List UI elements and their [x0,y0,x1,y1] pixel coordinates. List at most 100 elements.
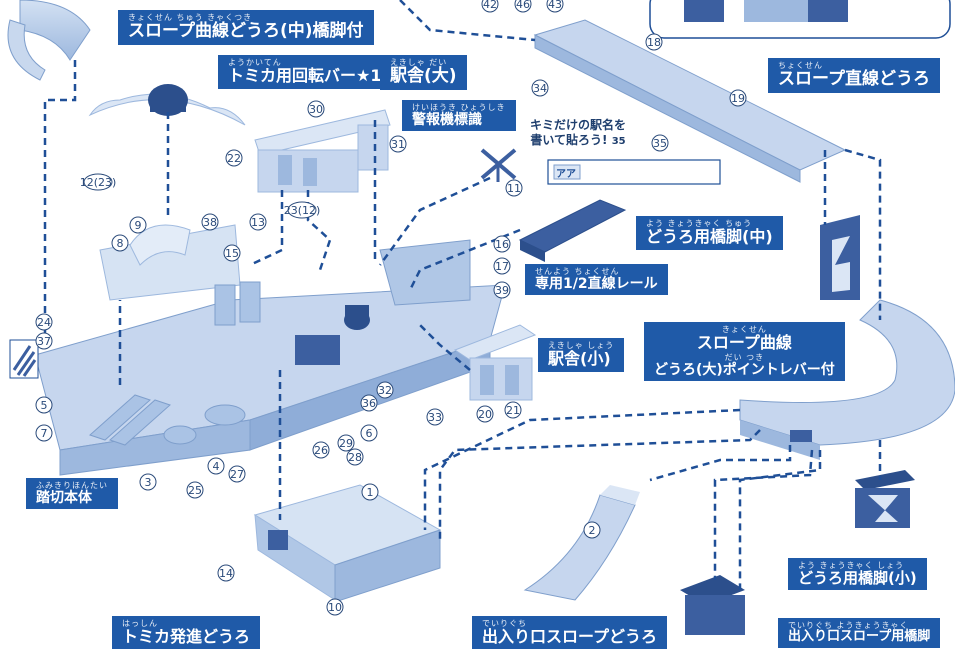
part-number-8: 8 [111,234,129,252]
part-number-text: 32 [378,384,392,397]
label-rotating-bar: ようかいてん トミカ用回転バー★1 [218,55,392,89]
part-number-text: 28 [348,451,362,464]
part-number-text: 29 [339,437,353,450]
part-number-35: 35 [651,134,669,152]
label-text: 駅舎(小) [548,349,611,369]
part-number-text: 36 [362,397,376,410]
note-part-number: 35 [611,136,626,147]
label-ruby: ようかいてん [228,58,282,67]
entrance-slope-pier-part [680,575,745,635]
label-signal: けいほうき ひょうしき 警報機標識 [402,100,516,132]
part-number-text: 33 [428,411,442,424]
part-number-text: 11 [507,182,521,195]
part-number-30: 30 [307,100,325,118]
label-ruby: きょくせん ちゅう きゃくつき [128,13,253,22]
label-road-pier-small: よう きょうきゃく しょう どうろ用橋脚(小) [788,558,927,591]
part-number-13: 13 [249,213,267,231]
note-line-1: キミだけの駅名を [530,118,627,132]
part-number-text: 38 [203,216,217,229]
label-text: 警報機標識 [412,112,482,129]
label-ruby: せんよう ちょくせん [535,267,620,276]
label-entrance-slope-pier: でいりぐち ようきょうきゃく 出入り口スロープ用橋脚 [778,618,941,649]
label-text-2: どうろ(大)ポイントレバー付 [654,361,835,378]
part-number-text: 42 [483,0,497,11]
part-number-9: 9 [129,216,147,234]
tomica-launch-part [253,484,442,603]
half-rail-part [518,199,627,262]
label-ruby: よう きょうきゃく ちゅう [646,219,753,228]
label-text: トミカ発進どうろ [122,627,251,647]
label-station-large: えきしゃ だい 駅舎(大) [380,55,467,90]
label-ruby: えきしゃ しょう [548,341,615,350]
part-number-text: 10 [328,601,342,614]
part-number-text: 16 [495,238,509,251]
part-number-text: 21 [506,404,520,417]
part-number-7: 7 [35,424,53,442]
part-number-text: 4 [213,460,220,473]
part-number-text: 7 [41,427,48,440]
part-number-24: 24 [35,313,53,331]
part-number-text: 43 [548,0,562,11]
part-number-31: 31 [389,135,407,153]
part-number-text: 27 [230,468,244,481]
label-ruby: けいほうき ひょうしき [412,103,506,112]
part-number-2: 2 [583,521,601,539]
road-pier-small-part [855,470,915,528]
label-crossing-body: ふみきりほんたい 踏切本体 [26,478,118,510]
part-number-10: 10 [326,598,344,616]
label-half-rail: せんよう ちょくせん 専用1/2直線レール [525,264,668,296]
label-text: 出入り口スロープどうろ [482,627,658,647]
part-number-29: 29 [337,434,355,452]
label-ruby: よう きょうきゃく しょう [798,561,905,570]
part-number-text: 5 [41,399,48,412]
part-number-text: 35 [653,137,667,150]
slope-straight-part [533,19,847,183]
part-number-text: 15 [225,247,239,260]
part-37-swatch [9,339,39,379]
part-number-text: 12(23) [80,176,117,189]
signal-part [480,148,517,182]
part-number-3: 3 [139,473,157,491]
crossing-body-part [34,224,506,476]
label-text: トミカ用回転バー★1 [228,66,382,86]
part-number-text: 19 [731,92,745,105]
part-number-28: 28 [346,448,364,466]
part-number-1: 1 [361,483,379,501]
label-text: スロープ曲線どうろ(中)橋脚付 [128,21,364,42]
part-number-38: 38 [201,213,219,231]
part-number-19: 19 [729,89,747,107]
part-number-46: 46 [514,0,532,13]
part-number-text: 22 [227,152,241,165]
label-road-pier-mid: よう きょうきゃく ちゅう どうろ用橋脚(中) [636,216,783,250]
part-number-27: 27 [228,465,246,483]
note-line-2: 書いて貼ろう! [530,133,608,147]
part-number-23-12-: 23(12) [284,201,321,219]
label-text: 出入り口スロープ用橋脚 [788,629,931,645]
part-number-34: 34 [531,79,549,97]
inset-box [649,0,951,39]
part-number-6: 6 [360,424,378,442]
label-ruby-2: だい つき [724,352,765,362]
label-slope-curve-road-mid: きょくせん ちゅう きゃくつき スロープ曲線どうろ(中)橋脚付 [118,10,374,45]
part-number-42: 42 [481,0,499,13]
slope-curve-pier [7,19,46,81]
part-number-26: 26 [312,441,330,459]
part-number-14: 14 [217,564,235,582]
station-name-note: キミだけの駅名を 書いて貼ろう! 35 [530,118,626,149]
label-ruby: でいりぐち [482,619,527,628]
part-number-text: 23(12) [284,204,321,217]
part-number-text: 17 [495,260,509,273]
part-number-text: 24 [37,316,51,329]
label-text: 踏切本体 [36,490,92,507]
label-text: スロープ曲線 [696,333,792,353]
label-station-small: えきしゃ しょう 駅舎(小) [538,338,625,372]
label-slope-curve-large: きょくせん スロープ曲線 だい つき どうろ(大)ポイントレバー付 [644,322,845,381]
label-text: どうろ用橋脚(中) [646,227,773,247]
station-large-part [254,109,391,193]
part-number-5: 5 [35,396,53,414]
part-number-39: 39 [493,281,511,299]
part-number-text: 30 [309,103,323,116]
